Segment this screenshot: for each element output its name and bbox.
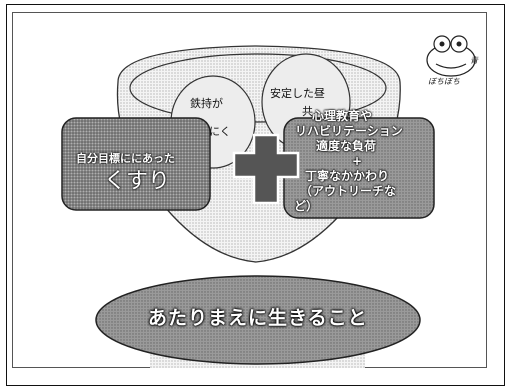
frog-logo-icon [426, 35, 476, 77]
right-box-line6: （アウトリーチな [300, 184, 397, 198]
plus-cross-icon [232, 133, 300, 205]
logo-suffix: 青 [470, 56, 478, 65]
bubble-left-line1: 鉄持が [190, 97, 223, 110]
bottom-label: あたりまえに生きること [148, 307, 368, 329]
left-box [61, 117, 211, 211]
right-box-line3: 適度な負荷 [316, 139, 377, 153]
bubble-left-line2: にく [209, 125, 231, 138]
logo-text: ぼちぼち [428, 77, 460, 86]
right-box-line1: 心理教育や [312, 109, 373, 123]
left-box-line2: くすり [104, 169, 171, 194]
bubble-right-line1: 安定した昼 [270, 87, 325, 100]
bottom-ellipse [95, 275, 421, 365]
right-box-line2: リハビリテーション [295, 124, 403, 138]
left-box-line1: 自分目標ににあった [76, 152, 175, 165]
right-box-line4: + [352, 154, 363, 168]
right-box-line5: 丁寧なかかわり [305, 169, 390, 183]
bubble-right-line2: 共 [302, 105, 313, 118]
right-box-line7: ど） [294, 199, 319, 213]
outer-frame [6, 4, 505, 386]
